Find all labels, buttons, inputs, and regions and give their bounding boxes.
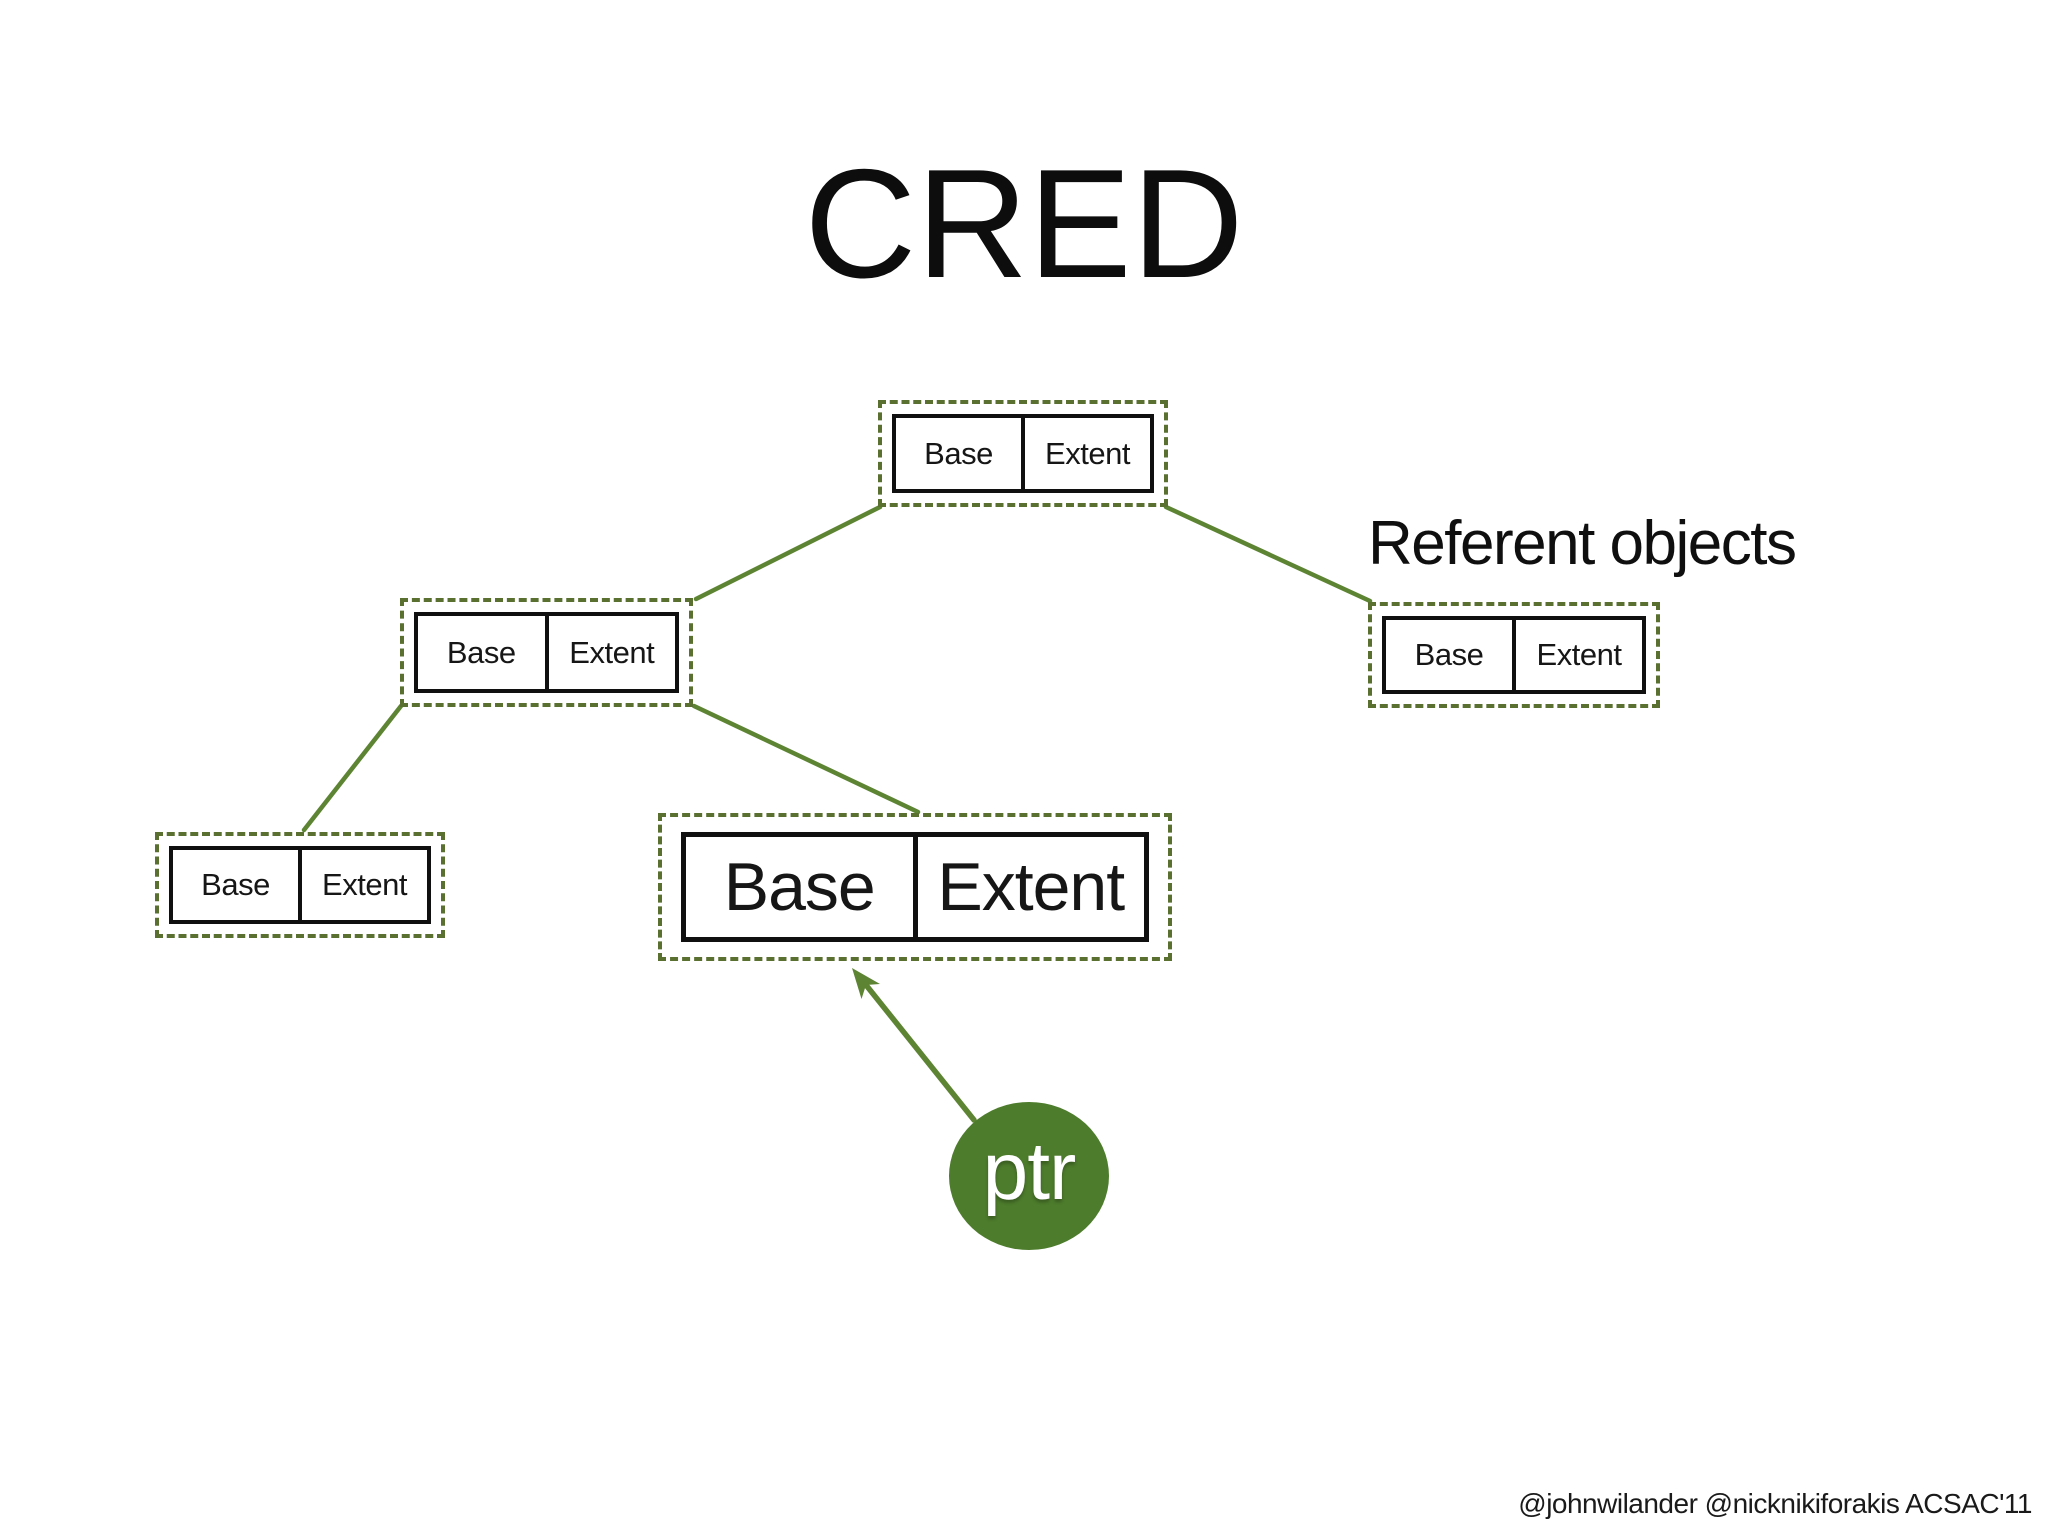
edge-midleft-to-leafleft — [301, 703, 404, 833]
node-referent: Base Extent — [1368, 602, 1660, 708]
node-leaf-left-base-cell: Base — [201, 867, 270, 902]
node-leaf-center-extent-cell: Extent — [912, 837, 1145, 937]
node-mid-left: Base Extent — [400, 598, 693, 707]
node-leaf-center: Base Extent — [658, 813, 1172, 961]
node-leaf-center-box: Base Extent — [681, 832, 1149, 942]
edge-midleft-to-leafcenter — [691, 703, 921, 815]
node-root: Base Extent — [878, 400, 1168, 507]
node-leaf-left-box: Base Extent — [169, 846, 431, 924]
node-mid-left-box: Base Extent — [414, 612, 679, 693]
node-leaf-left-extent-cell: Extent — [298, 850, 427, 920]
node-referent-extent-cell: Extent — [1512, 620, 1642, 690]
node-mid-left-extent-cell: Extent — [544, 616, 676, 689]
node-root-base-cell: Base — [924, 435, 993, 471]
node-leaf-left: Base Extent — [155, 832, 445, 938]
node-root-box: Base Extent — [892, 414, 1154, 493]
ptr-badge-label: ptr — [982, 1126, 1077, 1217]
referent-objects-label: Referent objects — [1368, 509, 1797, 578]
node-referent-base-cell: Base — [1414, 637, 1484, 672]
node-leaf-center-base-cell: Base — [723, 849, 876, 925]
edge-root-to-referent — [1163, 504, 1373, 604]
ptr-badge: ptr — [949, 1102, 1109, 1250]
slide-title: CRED — [804, 137, 1244, 310]
node-mid-left-base-cell: Base — [446, 634, 516, 670]
edge-root-to-midleft — [693, 504, 883, 602]
ptr-arrowhead-icon — [852, 968, 880, 999]
attribution-text: @johnwilander @nicknikiforakis ACSAC'11 — [1518, 1488, 2032, 1519]
ptr-arrow-line — [859, 977, 977, 1123]
node-root-extent-cell: Extent — [1021, 418, 1150, 489]
node-referent-box: Base Extent — [1382, 616, 1646, 694]
